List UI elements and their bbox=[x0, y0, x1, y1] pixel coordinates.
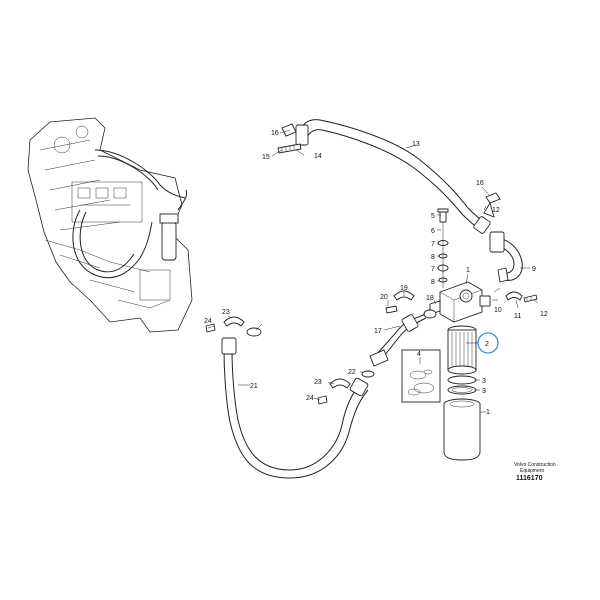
callout-12: 12 bbox=[492, 207, 500, 214]
callout-4: 4 bbox=[417, 351, 421, 358]
filter-bowl bbox=[443, 398, 481, 461]
leader-lines bbox=[207, 129, 539, 413]
clamps-23-24 bbox=[205, 290, 437, 405]
callout-3: 3 bbox=[482, 378, 486, 385]
callout-19: 19 bbox=[400, 285, 408, 292]
callout-10: 10 bbox=[494, 307, 502, 314]
callout-8: 8 bbox=[431, 279, 435, 286]
callout-14: 14 bbox=[314, 153, 322, 160]
engine-overview-illustration bbox=[27, 117, 193, 333]
seal-kit-4 bbox=[401, 349, 441, 403]
callout-18: 18 bbox=[426, 295, 434, 302]
callout-15: 15 bbox=[262, 154, 270, 161]
hose-17-and-21 bbox=[221, 311, 431, 479]
callout-9: 9 bbox=[532, 266, 536, 273]
callout-7: 7 bbox=[431, 266, 435, 273]
document-credit: Volvo Construction Equipment 1116170 bbox=[514, 462, 556, 482]
clamp-set-upper-left bbox=[277, 123, 302, 154]
callout-21: 21 bbox=[250, 383, 258, 390]
callout-1: 1 bbox=[466, 267, 470, 274]
callout-8: 8 bbox=[431, 254, 435, 261]
callout-16: 16 bbox=[271, 130, 279, 137]
filter-head bbox=[429, 281, 491, 323]
callout-24: 24 bbox=[204, 318, 212, 325]
callout-3: 3 bbox=[482, 388, 486, 395]
callout-24: 24 bbox=[306, 395, 314, 402]
callout-22: 22 bbox=[348, 369, 356, 376]
document-number: 1116170 bbox=[516, 475, 543, 482]
callout-23: 23 bbox=[222, 309, 230, 316]
callout-7: 7 bbox=[431, 241, 435, 248]
fittings-5-to-8 bbox=[437, 208, 449, 288]
callout-6: 6 bbox=[431, 228, 435, 235]
credit-line-1: Volvo Construction bbox=[514, 462, 556, 468]
callout-12: 12 bbox=[540, 311, 548, 318]
callout-11: 11 bbox=[514, 313, 521, 320]
callout-5: 5 bbox=[431, 213, 435, 220]
callout-13: 13 bbox=[412, 141, 420, 148]
hose-13 bbox=[295, 119, 491, 234]
callout-2: 2 bbox=[485, 341, 489, 348]
callout-16: 16 bbox=[476, 180, 484, 187]
callout-17: 17 bbox=[374, 328, 382, 335]
filter-element-2 bbox=[447, 325, 477, 375]
pipe-9-and-clamps bbox=[483, 192, 538, 303]
seal-rings-3 bbox=[447, 375, 477, 395]
callout-23: 23 bbox=[314, 379, 322, 386]
callout-1: 1 bbox=[486, 409, 490, 416]
callout-20: 20 bbox=[380, 294, 388, 301]
credit-line-2: Equipment bbox=[520, 468, 545, 474]
callout-labels: 16 15 14 13 16 15 12 5 6 7 8 7 8 9 1 10 … bbox=[204, 130, 548, 416]
